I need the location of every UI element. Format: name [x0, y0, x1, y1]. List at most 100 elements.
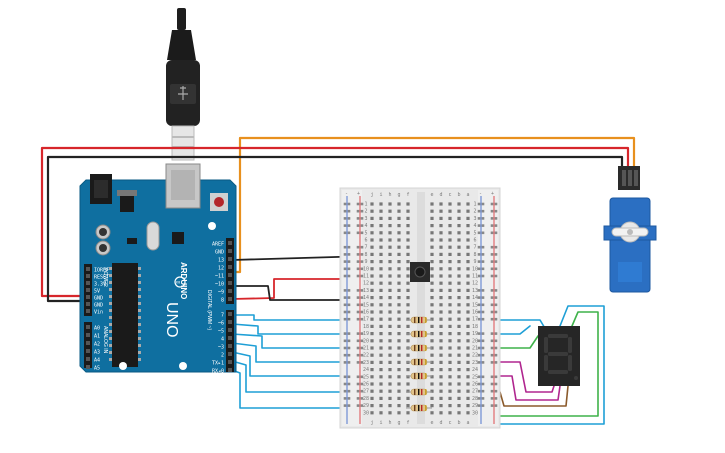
row-number: 4 — [364, 223, 367, 229]
arduino-uno-board[interactable]: ARDUINO UNO ∞ POWER ANALOG IN DIGITAL (P… — [79, 163, 237, 375]
row-number: 25 — [472, 374, 478, 380]
resistor[interactable] — [406, 330, 432, 338]
header-pin[interactable] — [228, 249, 232, 253]
row-number: 9 — [364, 259, 367, 265]
pin-label: ~10 — [215, 282, 224, 288]
header-pin[interactable] — [86, 333, 90, 337]
header-pin[interactable] — [86, 295, 90, 299]
header-pin[interactable] — [86, 288, 90, 292]
header-pin[interactable] — [86, 309, 90, 313]
row-number: 3 — [364, 216, 367, 222]
rail-minus-right: - — [479, 191, 482, 197]
header-pin[interactable] — [86, 341, 90, 345]
row-number: 4 — [473, 223, 476, 229]
header-pin[interactable] — [86, 325, 90, 329]
header-pin[interactable] — [228, 336, 232, 340]
svg-text:∞: ∞ — [176, 280, 180, 286]
header-pin[interactable] — [228, 320, 232, 324]
header-pin[interactable] — [228, 360, 232, 364]
resistor[interactable] — [406, 344, 432, 352]
header-pin[interactable] — [228, 344, 232, 348]
header-pin[interactable] — [228, 273, 232, 277]
row-number: 6 — [473, 238, 476, 244]
row-number: 20 — [472, 338, 478, 344]
header-pin[interactable] — [86, 302, 90, 306]
header-pin[interactable] — [86, 274, 90, 278]
resistor[interactable] — [406, 316, 432, 324]
column-letter: h — [388, 420, 391, 426]
row-number: 5 — [473, 230, 476, 236]
wire-red-servo[interactable] — [40, 146, 630, 298]
pin-label: RESET — [94, 275, 109, 281]
wire-orange[interactable] — [230, 136, 636, 274]
wire-black-servo[interactable] — [46, 155, 624, 303]
seven-segment-display: 8 — [538, 326, 580, 386]
column-letter: h — [388, 192, 391, 198]
wire-black-pin9[interactable] — [231, 285, 381, 301]
header-pin[interactable] — [86, 349, 90, 353]
resistor[interactable] — [406, 372, 432, 380]
pin-label: 8 — [221, 298, 224, 304]
power-header-label: POWER — [102, 268, 108, 287]
push-button[interactable] — [410, 262, 430, 282]
row-number: 1 — [473, 202, 476, 208]
row-number: 17 — [363, 317, 369, 323]
wire-blue-1[interactable] — [231, 314, 411, 321]
pin-label: ~9 — [218, 290, 224, 296]
wire-blue-6[interactable] — [231, 360, 411, 393]
pin-label: 5V — [94, 289, 100, 295]
header-pin[interactable] — [228, 297, 232, 301]
display-segment — [548, 370, 568, 374]
column-letter: j — [370, 420, 373, 426]
digital-header-label: DIGITAL (PWM ~) — [206, 290, 212, 330]
pin-label: GND — [94, 303, 103, 309]
row-number: 12 — [363, 281, 369, 287]
header-pin[interactable] — [228, 352, 232, 356]
header-pin[interactable] — [86, 357, 90, 361]
column-letter: b — [457, 420, 460, 426]
resistor[interactable] — [406, 358, 432, 366]
header-pin[interactable] — [228, 289, 232, 293]
wire-blue-5[interactable] — [231, 351, 411, 377]
display-segment — [544, 337, 548, 353]
servo-motor[interactable] — [603, 166, 657, 293]
column-letter: c — [448, 192, 451, 198]
pin-label: ~3 — [218, 345, 224, 351]
header-pin[interactable] — [86, 281, 90, 285]
arduino-model: UNO — [163, 302, 180, 338]
header-pin[interactable] — [228, 241, 232, 245]
pin-label: ~5 — [218, 329, 224, 335]
wire-blue-3[interactable] — [231, 333, 411, 349]
header-pin[interactable] — [228, 328, 232, 332]
column-letter: i — [379, 192, 382, 198]
header-pin[interactable] — [228, 281, 232, 285]
row-number: 19 — [363, 331, 369, 337]
wire-blue-2[interactable] — [231, 323, 411, 335]
header-pin[interactable] — [228, 312, 232, 316]
pin-label: 7 — [221, 313, 224, 319]
header-pin[interactable] — [228, 265, 232, 269]
header-pin[interactable] — [228, 257, 232, 261]
wire-blue-4[interactable] — [231, 342, 411, 363]
rail-plus-left: + — [357, 191, 360, 197]
wire-red-button[interactable] — [231, 278, 381, 300]
rail-minus-left: - — [345, 191, 348, 197]
resistor[interactable] — [406, 388, 432, 396]
wire-purple-1[interactable] — [461, 361, 555, 393]
column-letter: f — [406, 192, 409, 198]
header-pin[interactable] — [86, 267, 90, 271]
header-pin[interactable] — [228, 368, 232, 372]
row-number: 18 — [363, 324, 369, 330]
row-number: 13 — [472, 288, 478, 294]
column-letter: b — [457, 192, 460, 198]
usb-cable[interactable] — [166, 8, 200, 161]
row-number: 29 — [363, 403, 369, 409]
row-number: 26 — [472, 382, 478, 388]
resistor[interactable] — [406, 404, 432, 412]
row-number: 7 — [364, 245, 367, 251]
header-pin[interactable] — [86, 365, 90, 369]
row-number: 11 — [472, 274, 478, 280]
column-letter: e — [430, 192, 433, 198]
